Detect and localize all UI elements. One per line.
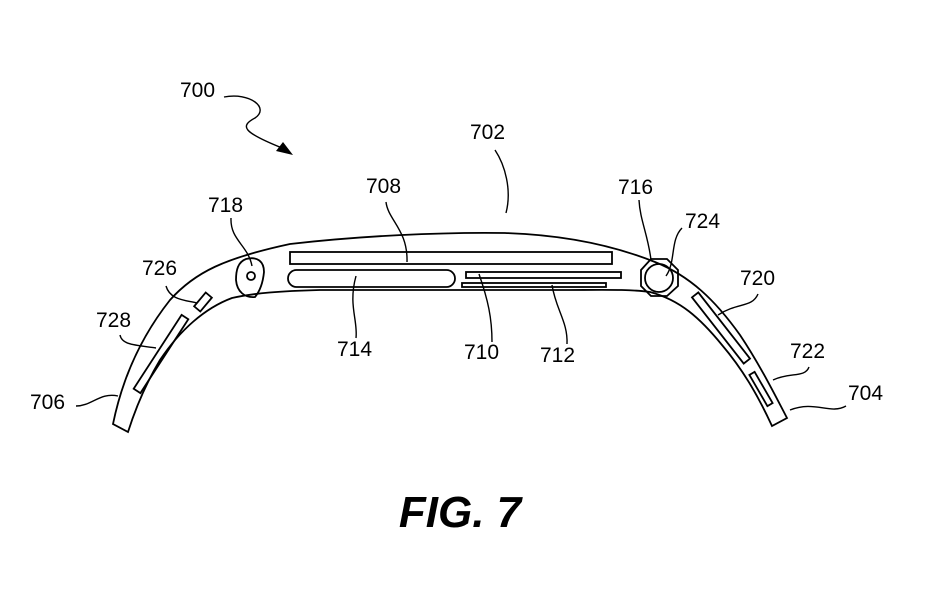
leader-708 bbox=[385, 201, 408, 263]
label-712: 712 bbox=[540, 344, 576, 367]
label-706: 706 bbox=[30, 391, 66, 414]
label-714: 714 bbox=[337, 338, 373, 361]
leader-702 bbox=[494, 149, 509, 214]
label-716: 716 bbox=[618, 176, 654, 199]
leader-718 bbox=[230, 217, 253, 267]
leader-710 bbox=[478, 273, 493, 343]
battery-714 bbox=[287, 269, 456, 288]
label-718: 718 bbox=[208, 194, 244, 217]
leader-714 bbox=[352, 275, 357, 339]
hinge-pin-icon bbox=[246, 271, 256, 281]
leader-728 bbox=[119, 334, 157, 349]
leader-712 bbox=[551, 284, 568, 345]
label-724: 724 bbox=[685, 210, 721, 233]
label-708: 708 bbox=[366, 175, 402, 198]
component-726 bbox=[192, 291, 214, 313]
label-704: 704 bbox=[848, 382, 884, 405]
layer-712 bbox=[461, 282, 607, 288]
label-726: 726 bbox=[142, 257, 178, 280]
leader-716 bbox=[638, 199, 652, 261]
label-700: 700 bbox=[180, 79, 216, 102]
label-722: 722 bbox=[790, 340, 826, 363]
component-720 bbox=[690, 291, 752, 365]
label-720: 720 bbox=[740, 267, 776, 290]
arrowhead-icon bbox=[276, 142, 293, 155]
band-outline bbox=[111, 231, 789, 434]
hinge-pin-724 bbox=[644, 263, 674, 293]
leader-706 bbox=[75, 394, 119, 407]
circuit-board-710 bbox=[465, 271, 622, 279]
leader-704 bbox=[789, 405, 847, 411]
display-708 bbox=[289, 251, 613, 265]
component-722 bbox=[748, 370, 774, 408]
leader-724 bbox=[665, 227, 683, 277]
label-710: 710 bbox=[464, 341, 500, 364]
label-702: 702 bbox=[470, 121, 506, 144]
component-728 bbox=[132, 313, 190, 395]
figure-caption: FIG. 7 bbox=[398, 488, 522, 537]
leader-722 bbox=[772, 366, 810, 381]
leader-726 bbox=[165, 285, 198, 304]
label-728: 728 bbox=[96, 309, 132, 332]
leader-720 bbox=[717, 293, 759, 316]
leader-700-arrow bbox=[223, 95, 283, 149]
left-hinge-718 bbox=[235, 257, 265, 298]
